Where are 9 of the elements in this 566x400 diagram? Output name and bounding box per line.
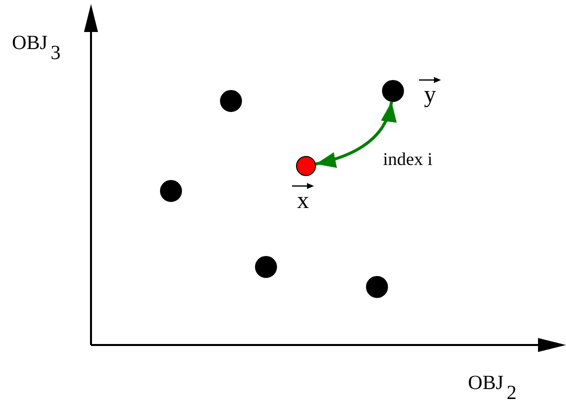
data-point xyxy=(296,156,316,176)
curved-arrow xyxy=(315,102,396,168)
data-point xyxy=(255,256,277,278)
data-point xyxy=(220,90,242,112)
data-point xyxy=(366,276,388,298)
data-point xyxy=(160,180,182,202)
vector-label: y xyxy=(424,84,436,106)
data-point xyxy=(382,80,404,102)
vector-label: x xyxy=(297,190,309,212)
